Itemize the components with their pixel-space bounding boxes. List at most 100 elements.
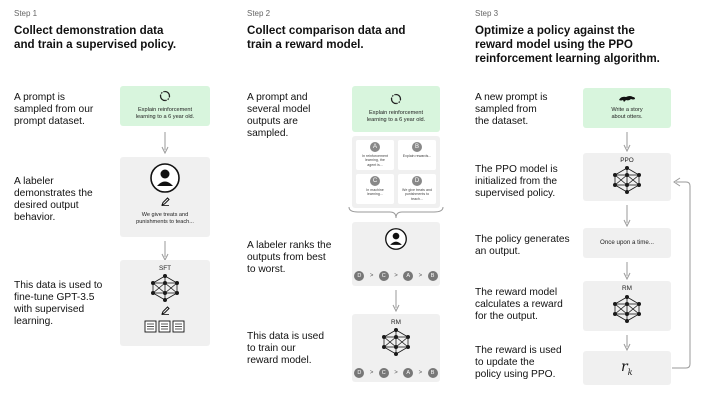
desc-line: The reward model [475,287,558,298]
step3-desc-reward: The reward model calculates a reward for… [475,287,563,323]
network-node [151,281,155,285]
desc-line: A new prompt is [475,92,548,103]
output-text: In machine [366,188,384,192]
person-icon [385,228,407,250]
network-node [625,173,629,177]
network-edge [164,282,178,294]
step3-desc-update: The reward is used to update the policy … [475,345,562,381]
desc-line: A prompt is [14,92,65,103]
step2-label: Step 2 [247,9,271,18]
network-node [625,302,629,306]
rank-separator: > [418,369,423,376]
network-edge [614,184,628,193]
network-edge [626,303,640,315]
network-edge [395,329,409,338]
heading-line: reward model using the PPO [475,38,633,51]
reward-symbol: rk [621,359,633,377]
heading-line: train a reward model. [247,38,364,51]
desc-line: behavior. [14,212,56,223]
network-node [394,345,398,349]
step1-label: Step 1 [14,9,38,18]
desc-line: policy using PPO. [475,369,556,380]
network-node [406,345,410,349]
arrow-down-icon [392,290,400,312]
step3-reward-card: rk [583,351,671,385]
desc-line: The policy generates [475,234,570,245]
arrow-down-icon [623,335,631,351]
rank-separator: > [394,369,398,376]
network-node [175,281,179,285]
desc-line: fine-tune GPT-3.5 [14,292,95,303]
desc-line: This data is used to [14,280,103,291]
step2-rm-card: RM D > C > A > B [352,314,440,382]
network-node [625,166,629,170]
network-node [637,302,641,306]
rank-item: C [378,367,389,378]
step2-desc-sample: A prompt and several model outputs are s… [247,92,310,140]
network-node [394,352,398,356]
desc-line: learning. [14,316,54,327]
step3-prompt-card: Write a story about otters. [583,88,671,128]
rank-separator: > [369,272,374,279]
rank-separator: > [418,272,423,279]
step3-rm-card: RM [583,281,671,331]
output-text: Once upon a time... [600,239,654,246]
step3-label: Step 3 [475,9,499,18]
recycle-icon [390,93,402,105]
rank-item: A [403,270,414,281]
person-icon [150,163,180,193]
neural-network-icon [613,166,641,194]
rank-item: B [427,367,438,378]
network-edge [614,303,628,315]
heading-line: and train a supervised policy. [14,38,177,51]
output-letter: D [412,176,422,186]
desc-line: several model [247,104,311,115]
ranking-row: D > C > A > B [352,267,440,285]
step3-desc-ppo: The PPO model is initialized from the su… [475,164,558,200]
network-node [625,190,629,194]
step1-sft-card: SFT [120,260,210,346]
desc-line: supervised policy. [475,188,556,199]
network-edge [395,346,409,355]
output-d: D We give treats and punishments to teac… [398,174,436,204]
network-node [163,291,167,295]
network-node [637,183,641,187]
ppo-label: PPO [620,157,634,164]
ranking-row: D > C > A > B [352,364,440,382]
output-c: C In machine learning... [356,174,394,204]
network-edge [626,167,640,176]
pencil-icon [161,197,170,206]
network-node [406,335,410,339]
rank-separator: > [369,369,374,376]
network-edge [614,167,628,176]
step3-output-card: Once upon a time... [583,228,671,258]
desc-line: an output. [475,246,521,257]
desc-line: calculates a reward [475,299,563,310]
heading-line: Collect demonstration data [14,24,164,37]
desc-line: demonstrates the [14,188,93,199]
step1-heading: Collect demonstration data and train a s… [14,24,176,52]
desc-line: to worst. [247,264,286,275]
desc-line: A labeler ranks the [247,240,332,251]
output-text: teach... [411,196,423,201]
network-node [151,291,155,295]
heading-line: Optimize a policy against the [475,24,635,37]
neural-network-icon [151,274,179,302]
feedback-arrow-icon [672,177,691,369]
step3-heading: Optimize a policy against the reward mod… [475,24,660,66]
rank-item: C [378,270,389,281]
pencil-icon [161,306,170,315]
network-edge [626,296,640,305]
network-edge [626,313,640,322]
output-text: We give treats and [402,188,432,192]
network-edge [164,275,178,284]
output-text: In reinforcement [362,154,388,158]
rm-label: RM [622,285,632,292]
network-node [163,274,167,278]
desc-line: sampled from our [14,104,94,115]
step1-desc-train: This data is used to fine-tune GPT-3.5 w… [14,280,102,328]
network-edge [626,184,640,193]
network-edge [383,346,397,355]
network-node [625,183,629,187]
step2-rank-card: D > C > A > B [352,222,440,286]
